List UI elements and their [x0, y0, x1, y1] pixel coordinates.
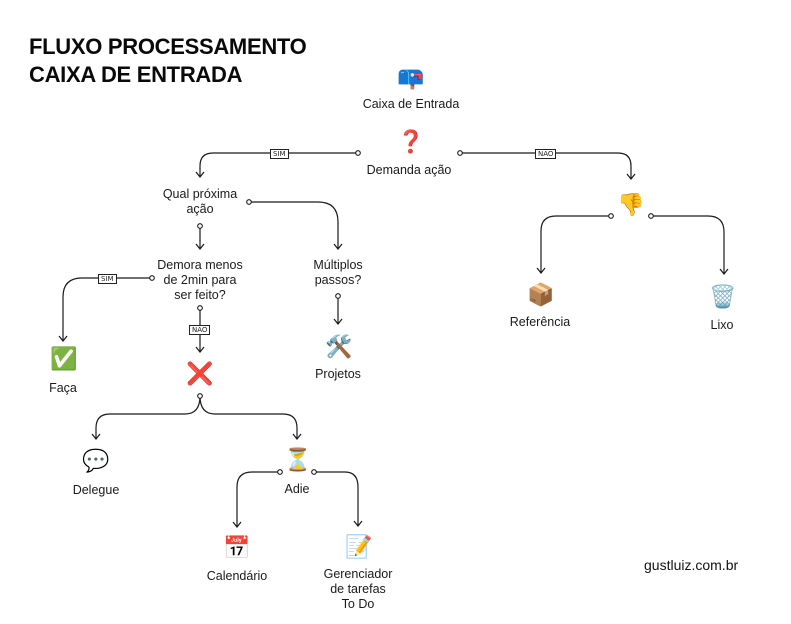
node-projects: Projetos — [303, 367, 373, 382]
thumbs-down-icon: 👎 — [617, 192, 645, 217]
package-icon: 📦 — [527, 282, 555, 307]
node-inbox: Caixa de Entrada — [356, 97, 466, 112]
delegate-label: Delegue — [72, 483, 120, 497]
tag-sim-two-min: SIM — [98, 274, 117, 284]
node-defer: Adie — [272, 482, 322, 497]
node-reference: Referência — [500, 315, 580, 330]
two-min-line-3: ser feito? — [174, 288, 226, 302]
do-it-label: Faça — [49, 381, 77, 395]
trash-label: Lixo — [710, 318, 734, 332]
calendar-label: Calendário — [206, 569, 268, 583]
reference-label: Referência — [509, 315, 571, 329]
tag-sim-demand: SIM — [270, 149, 289, 159]
speech-bubble-icon: 💬 — [82, 448, 110, 473]
page-title: FLUXO PROCESSAMENTO CAIXA DE ENTRADA — [29, 33, 307, 89]
multi-line-1: Múltiplos — [313, 258, 363, 272]
cross-icon: ❌ — [186, 361, 214, 386]
mailbox-icon: 📪 — [397, 65, 425, 90]
node-multiple-steps: Múltiplos passos? — [298, 258, 378, 288]
multi-line-2: passos? — [314, 273, 362, 287]
tools-icon: 🛠️ — [325, 334, 353, 359]
next-action-line-2: ação — [186, 202, 214, 216]
node-do-it: Faça — [33, 381, 93, 396]
hourglass-icon: ⏳ — [284, 447, 312, 472]
node-calendar: Calendário — [197, 569, 277, 584]
inbox-label: Caixa de Entrada — [362, 97, 460, 111]
title-line-1: FLUXO PROCESSAMENTO — [29, 34, 307, 59]
task-manager-line-1: Gerenciador — [323, 567, 393, 581]
node-next-action: Qual próxima ação — [150, 187, 250, 217]
two-min-line-2: de 2min para — [163, 273, 237, 287]
node-task-manager: Gerenciador de tarefas To Do — [313, 567, 403, 612]
defer-label: Adie — [284, 482, 310, 496]
tag-nao-demand: NÃO — [535, 149, 557, 159]
task-manager-line-3: To Do — [341, 597, 375, 611]
trash-icon: 🗑️ — [709, 284, 737, 309]
node-two-minutes: Demora menos de 2min para ser feito? — [150, 258, 250, 303]
node-demand-action: Demanda ação — [354, 163, 464, 178]
calendar-icon: 📅 — [223, 535, 251, 560]
projects-label: Projetos — [315, 367, 361, 381]
node-trash: Lixo — [699, 318, 745, 333]
demand-action-label: Demanda ação — [366, 163, 452, 177]
site-credit: gustluiz.com.br — [644, 557, 739, 573]
title-line-2: CAIXA DE ENTRADA — [29, 62, 243, 87]
task-manager-line-2: de tarefas — [330, 582, 386, 596]
two-min-line-1: Demora menos — [157, 258, 243, 272]
check-icon: ✅ — [50, 346, 78, 371]
memo-icon: 📝 — [345, 534, 373, 559]
node-delegate: Delegue — [61, 483, 131, 498]
tag-nao-two-min: NÃO — [189, 325, 211, 335]
next-action-line-1: Qual próxima — [162, 187, 238, 201]
question-icon: ❓ — [397, 129, 425, 154]
